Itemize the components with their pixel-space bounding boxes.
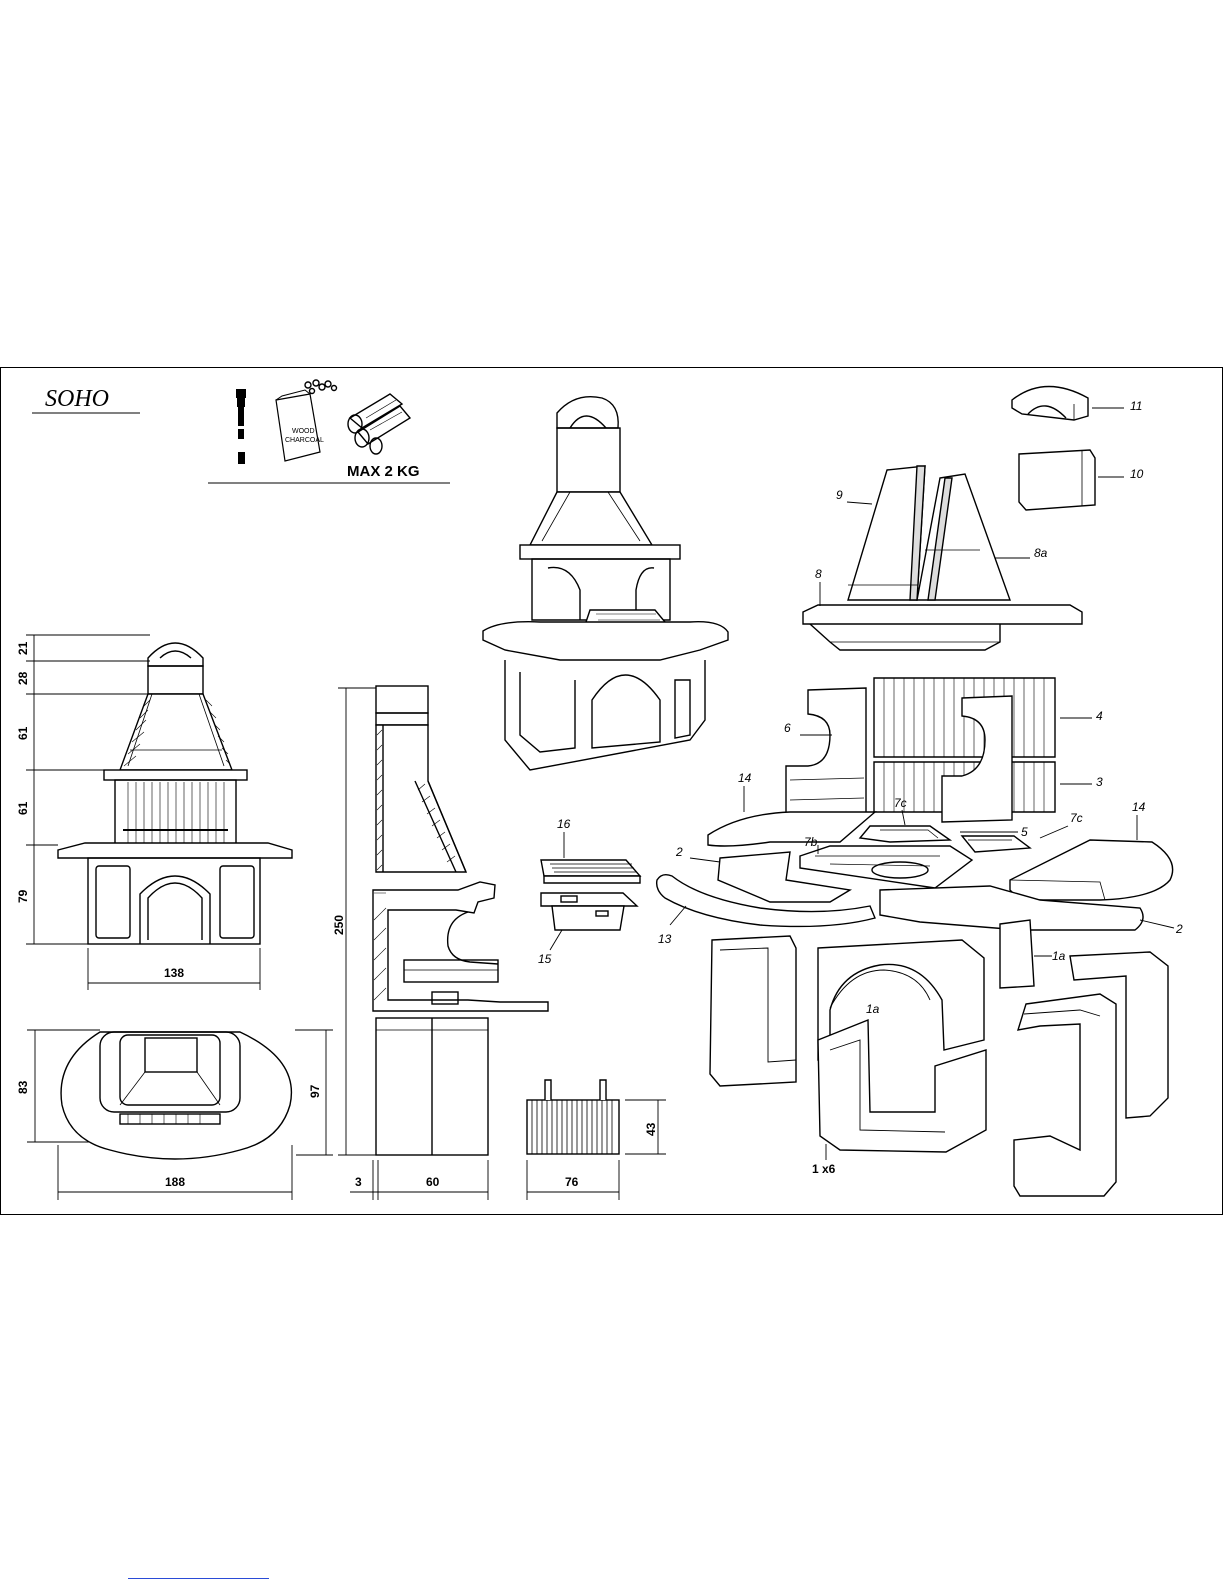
label-part-8a: 8a (1034, 546, 1048, 560)
part-14-left-counter (708, 812, 875, 846)
dim-plan-width: 188 (165, 1175, 185, 1189)
grill-rack-part (541, 860, 640, 883)
front-elevation-view (58, 643, 292, 944)
no-fire-warning-icon (236, 389, 246, 464)
label-part-14-right: 14 (1132, 800, 1146, 814)
dim-side-wall: 3 (355, 1175, 362, 1189)
part-11-cap (1012, 386, 1088, 420)
label-block-count: 1 x6 (812, 1162, 836, 1176)
dim-grate-width: 76 (565, 1175, 579, 1189)
grate-element-view (527, 1080, 619, 1154)
part-8-shelf (803, 605, 1082, 650)
part-7b-hearth-base (800, 846, 972, 888)
side-section-view (373, 686, 548, 1155)
label-part-3: 3 (1096, 775, 1103, 789)
dim-front-h1: 21 (16, 641, 30, 655)
label-part-1a-mid: 1a (866, 1002, 880, 1016)
label-part-2-left: 2 (675, 845, 683, 859)
label-part-15: 15 (538, 952, 552, 966)
label-part-16: 16 (557, 817, 571, 831)
dim-front-h2: 28 (16, 671, 30, 685)
label-part-5: 5 (1021, 825, 1028, 839)
label-part-7c-right: 7c (1070, 811, 1083, 825)
bag-label-wood: WOOD (292, 428, 315, 435)
dim-side-height: 250 (332, 915, 346, 935)
label-part-14-left: 14 (738, 771, 752, 785)
bag-label-charcoal: CHARCOAL (285, 437, 324, 444)
label-part-8: 8 (815, 567, 822, 581)
part-8a-hood (917, 474, 1010, 600)
part-4-back-wall (874, 678, 1055, 757)
label-part-7b: 7b (804, 835, 818, 849)
base-blocks-1a (710, 920, 1168, 1196)
part-14-right-counter (1010, 840, 1173, 900)
label-part-2-right: 2 (1175, 922, 1183, 936)
label-part-6: 6 (784, 721, 791, 735)
grate-dimensions (527, 1100, 666, 1200)
label-part-10: 10 (1130, 467, 1144, 481)
dim-plan-depth: 83 (16, 1080, 30, 1094)
max-load-label: MAX 2 KG (347, 463, 420, 480)
label-part-1a-right: 1a (1052, 949, 1066, 963)
dim-front-width: 138 (164, 966, 184, 980)
part-9-hood (848, 466, 925, 600)
label-part-9: 9 (836, 488, 843, 502)
dim-front-h5: 79 (16, 889, 30, 903)
label-part-4: 4 (1096, 709, 1103, 723)
label-part-7c-left: 7c (894, 796, 907, 810)
footer-link-underline (128, 1578, 269, 1579)
dim-front-h4: 61 (16, 801, 30, 815)
plan-view (61, 1032, 291, 1159)
firewood-icon (348, 394, 410, 454)
label-part-13: 13 (658, 932, 672, 946)
label-part-11: 11 (1130, 399, 1142, 413)
dim-plan-depth2: 97 (308, 1084, 322, 1098)
dim-side-depth: 60 (426, 1175, 440, 1189)
part-10-chimney-block (1019, 450, 1095, 510)
dim-front-h3: 61 (16, 726, 30, 740)
dim-grate-height: 43 (644, 1122, 658, 1136)
assembled-grill-perspective (483, 397, 728, 770)
ash-tray-part (541, 893, 637, 930)
model-title: SOHO (45, 386, 109, 412)
charcoal-bag-icon: WOOD CHARCOAL (276, 380, 337, 461)
